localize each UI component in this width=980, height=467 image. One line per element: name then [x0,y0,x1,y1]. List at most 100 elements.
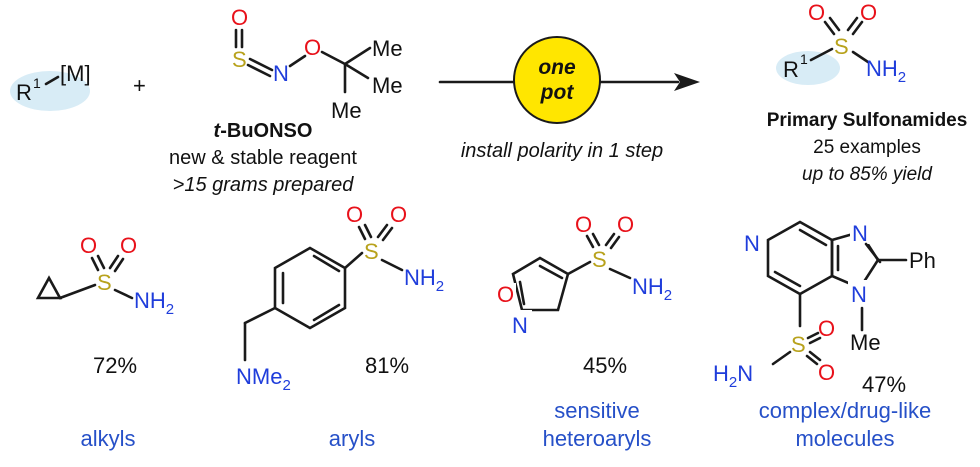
ex2-yield: 81% [365,353,409,378]
ex1-so1a [90,256,100,272]
ex4-yield: 47% [862,372,906,397]
example-cyclopropyl: S O O NH2 72% alkyls [35,233,174,451]
ex1-nh2: NH2 [134,288,174,318]
one-pot-circle [513,36,601,124]
example-imidazopyridine: N N N Ph Me S O O H2N 47% complex/drug-l… [713,220,936,451]
s-n-bond-b [246,63,272,78]
ex3-category-line2: heteroaryls [543,426,652,451]
ex4-pyridine-nitrogen: N [744,231,760,256]
ex3-ring-nitrogen: N [512,313,528,338]
ex3-nh2: NH2 [632,274,672,304]
so-bond-2b [851,20,864,36]
ex3-ring-oxygen: O [497,282,514,307]
pyridine-double-2 [773,270,802,288]
ex2-nh2-sub: 2 [436,278,444,295]
im-n3-mask [850,220,874,244]
ex4-category-line2: molecules [795,426,894,451]
ex2-sn [380,258,404,272]
ex4-so1b [808,336,822,345]
ring-s-bond [343,251,364,270]
ether-oxygen-atom: O [304,35,321,60]
methyl-2-label: Me [372,73,403,98]
ex4-phenyl-label: Ph [909,248,936,273]
product-nh2-sub: 2 [898,69,906,86]
reaction-arrow: one pot install polarity in 1 step [438,36,700,162]
ex1-so2a [108,254,120,270]
ex4-h2n: H2N [713,361,753,391]
product-yield: up to 85% yield [802,164,933,185]
ex1-sn [113,288,134,300]
py-n-mask [740,230,766,254]
isoxazole-ring [511,256,570,312]
n-mask [510,310,532,334]
example-isoxazole: O N S O O NH2 45% sensitive heteroaryls [494,212,672,451]
methyl-1-label: Me [372,36,403,61]
ex2-category: aryls [329,426,375,451]
ex4-so2a [808,350,822,362]
ex2-so1b [363,223,373,239]
sulfur-atom: S [232,47,247,72]
ex1-category: alkyls [80,426,135,451]
ex4-imidazole-n1: N [851,282,867,307]
sulfinyl-oxygen-atom: O [231,5,248,30]
ex4-oxygen-1: O [818,316,835,341]
product-r1-superscript: 1 [800,51,808,67]
arrow-caption: install polarity in 1 step [461,140,663,162]
ex3-so2a [604,232,616,247]
nitrogen-atom: N [273,61,289,86]
reagent-name: t-BuONSO [214,120,313,142]
benzene-double-3 [312,254,341,273]
ex4-sulfur: S [791,332,806,357]
ex3-sulfur: S [592,247,607,272]
reagent-name-prefix: t [214,120,222,142]
tbuonso-structure: O S N O Me Me Me [231,5,403,123]
r-s-bond [809,47,834,62]
ex3-so1b [591,232,601,247]
ex4-sn [771,350,792,366]
ex4-h: H [713,361,729,386]
ex3-category-line1: sensitive [554,398,640,423]
ex3-oxygen-2: O [617,212,634,237]
ex4-imidazole-n3: N [852,221,868,246]
ex2-nme2-sub: 2 [282,377,290,394]
product-oxygen-1: O [808,0,825,25]
product-nh: NH [866,56,898,81]
product-sulfur-atom: S [834,34,849,59]
ex4-category-line1: complex/drug-like [759,398,931,423]
product-nh2-label: NH2 [866,56,906,86]
im-n1-mask [848,280,872,306]
ex1-sulfur: S [97,270,112,295]
ex1-nh2-sub: 2 [166,301,174,318]
ex4-so1a [806,331,820,340]
ex3-yield: 45% [583,353,627,378]
product-title: Primary Sulfonamides [767,110,968,131]
benzene-ring [273,246,347,330]
ex3-oxygen-1: O [575,212,592,237]
ex2-so2a [376,223,389,239]
so-bond-1b [828,16,841,32]
r1-label: R [16,80,32,105]
reagent-scale-note: >15 grams prepared [173,174,355,196]
ring-s-bond [58,283,97,300]
ex3-nh2-sub: 2 [664,287,672,304]
ex4-so2b [805,354,819,366]
isoxazole-double-1 [538,264,564,280]
metal-label: [M] [60,61,91,86]
methyl-3-label: Me [331,98,362,123]
ex2-sulfur: S [364,239,379,264]
r-group-highlight [10,71,90,111]
ex2-nme: NMe [236,364,282,389]
ex1-oxygen-2: O [120,233,137,258]
s-n-bond-a [248,57,274,72]
ex1-so2b [113,257,125,273]
cyclopropane-ring [35,275,63,300]
ex2-so2b [381,226,394,242]
ch2-bond [243,306,277,325]
so-bond-2a [846,16,859,32]
reagent-description: new & stable reagent [169,147,357,169]
isoxazole-double-2 [518,280,526,306]
ex2-amine: NMe2 [236,364,291,394]
n-o-bond [288,54,307,68]
reagent-name-suffix: -BuONSO [220,120,312,142]
